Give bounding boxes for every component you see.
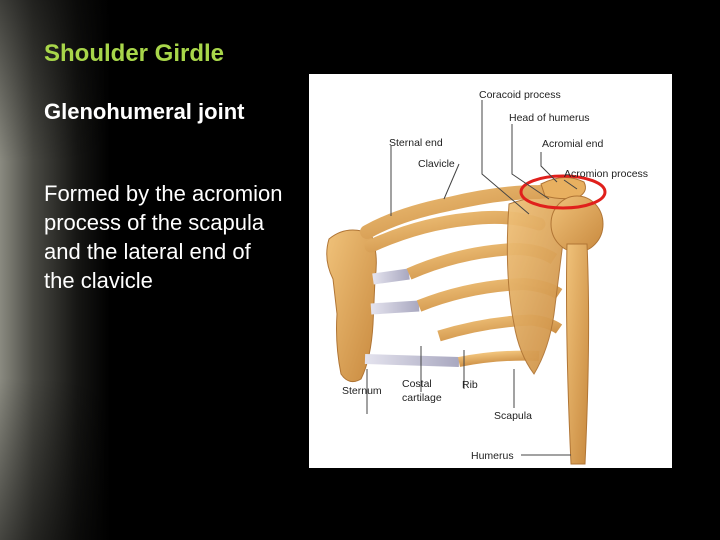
label-costal-cartilage-line1: Costal [402,378,432,390]
shoulder-girdle-figure: Coracoid process Head of humerus Sternal… [309,74,672,468]
slide-subtitle: Glenohumeral joint [44,99,245,124]
leader-lines [366,100,578,456]
label-scapula: Scapula [494,410,532,422]
label-coracoid-process: Coracoid process [479,89,561,101]
left-edge-gradient [0,0,110,540]
label-clavicle: Clavicle [418,158,455,170]
label-rib: Rib [462,379,478,391]
acromion-process-bone [540,177,586,200]
label-sternal-end: Sternal end [389,137,443,149]
humerus-bone [550,195,604,465]
acromion-highlight-circle [519,174,607,210]
label-head-of-humerus: Head of humerus [509,112,590,124]
label-sternum: Sternum [342,385,382,397]
label-acromion-process: Acromion process [564,168,648,180]
label-humerus: Humerus [471,450,514,462]
slide-body-text: Formed by the acromion process of the sc… [44,181,283,293]
slide-title: Shoulder Girdle [44,40,225,67]
label-acromial-end: Acromial end [542,138,603,150]
label-costal-cartilage-line2: cartilage [402,392,442,404]
shoulder-anatomy-illustration: Coracoid process Head of humerus Sternal… [326,89,648,465]
